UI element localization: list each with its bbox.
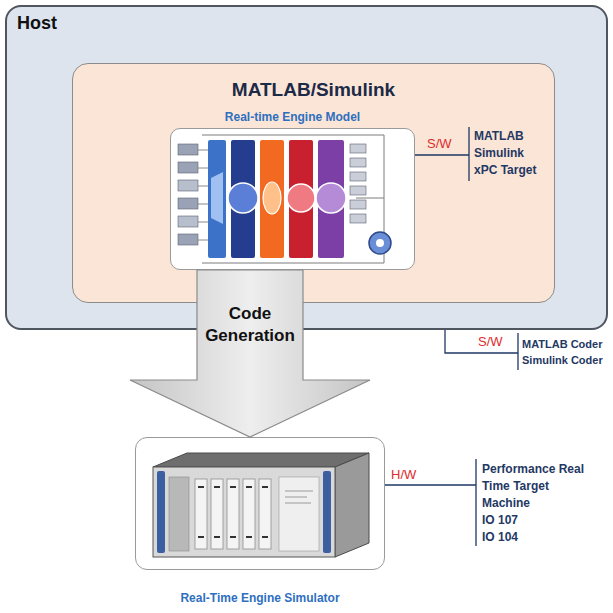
engine-model-illustration: [178, 135, 391, 263]
box-heading: Real-time Engine Model: [225, 110, 360, 124]
software-item: Simulink: [474, 145, 524, 162]
bracket-line: [445, 330, 518, 370]
io-card: [243, 479, 255, 549]
fan-symbol: [228, 183, 258, 213]
controller-symbol: [369, 232, 391, 254]
combustor-symbol: [287, 184, 315, 212]
turbine-block: [318, 140, 344, 258]
inlet-block: [208, 140, 226, 258]
signal-wire: [198, 150, 208, 240]
box-caption: Real-Time Engine Simulator: [180, 591, 339, 605]
software-item: MATLAB: [474, 128, 524, 145]
hardware-box: Real-Time Engine Simulator: [135, 437, 385, 570]
io-card: [211, 479, 223, 549]
software-item: xPC Target: [474, 162, 536, 179]
hardware-item: IO 107: [482, 512, 518, 529]
edge-label: Code Generation: [202, 303, 298, 347]
output-block: [350, 186, 366, 195]
input-block: [178, 198, 198, 209]
io-card: [195, 479, 207, 549]
compressor-block: [260, 140, 284, 258]
signal-wire: [202, 135, 384, 263]
output-block: [350, 172, 366, 181]
name-plate-marking: [285, 491, 313, 503]
block-arrow: [130, 270, 370, 437]
bracket-line: [385, 459, 476, 546]
output-block: [350, 158, 366, 167]
interface-tag: H/W: [391, 467, 416, 482]
rack-handle: [323, 471, 331, 553]
software-item: MATLAB Coder: [522, 336, 602, 352]
name-plate: [279, 477, 319, 551]
chassis-side: [335, 453, 369, 557]
interface-tag: S/W: [478, 334, 503, 349]
chassis-front: [153, 467, 335, 557]
hardware-item: Performance Real Time Target Machine: [482, 461, 592, 512]
io-card: [259, 479, 271, 549]
target-machine-picture: [153, 453, 369, 557]
output-block: [350, 200, 366, 209]
chassis-top: [153, 453, 369, 467]
rack-handle: [157, 471, 165, 553]
software-panel: MATLAB/SimulinkReal-time Engine Model: [72, 63, 555, 303]
hardware-item: IO 104: [482, 529, 518, 546]
output-block: [350, 144, 366, 153]
bracket-line: [415, 127, 469, 181]
input-block: [178, 144, 198, 155]
front-panel: [169, 477, 189, 551]
panel-title: Host: [17, 13, 57, 35]
inlet-symbol: [211, 172, 223, 224]
compressor-symbol: [263, 182, 281, 214]
input-block: [178, 234, 198, 245]
controller-symbol: [376, 239, 384, 247]
io-card: [227, 479, 239, 549]
interface-tag: S/W: [427, 136, 452, 151]
card-connector: [198, 487, 268, 537]
output-block: [350, 214, 366, 223]
input-block: [178, 216, 198, 227]
turbine-symbol: [316, 183, 346, 213]
software-item: Simulink Coder: [522, 352, 603, 368]
input-block: [178, 162, 198, 173]
model-box: Real-time Engine Model: [170, 128, 415, 270]
input-block: [178, 180, 198, 191]
fan-block: [231, 140, 255, 258]
combustor-block: [289, 140, 313, 258]
panel-title: MATLAB/Simulink: [232, 79, 395, 102]
